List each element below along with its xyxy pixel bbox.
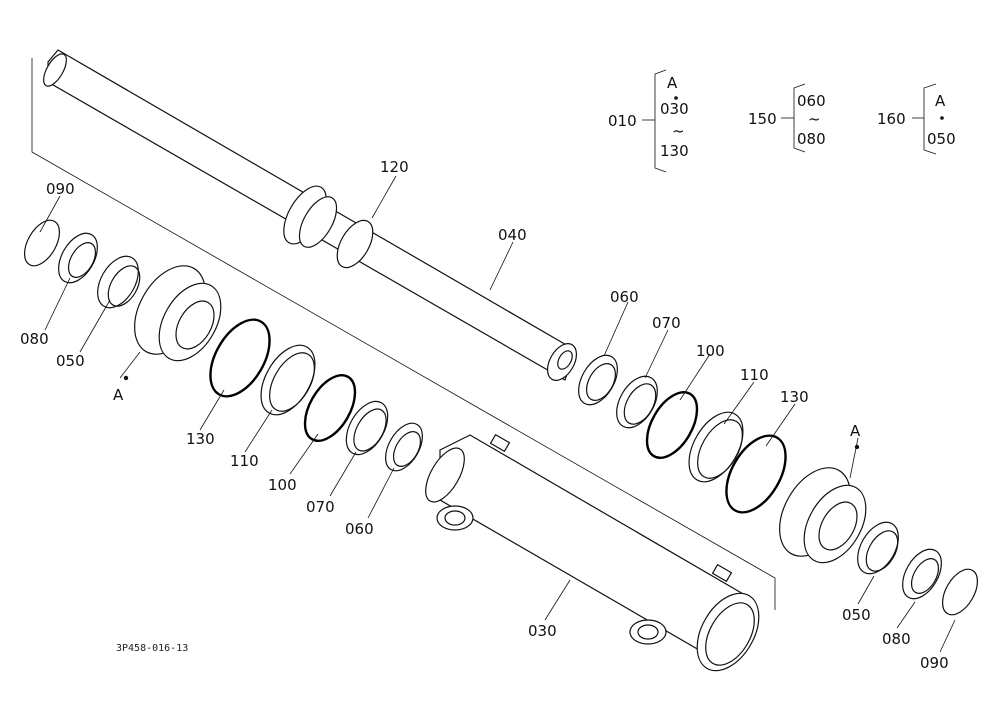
label-090-right: 090 <box>920 654 949 672</box>
label-a-left: A <box>113 386 124 404</box>
oring-100-left <box>303 374 357 442</box>
label-legend2-060: 060 <box>797 92 826 110</box>
label-070-right: 070 <box>652 314 681 332</box>
label-160: 160 <box>877 110 906 128</box>
bushing-050-left <box>97 255 139 309</box>
label-130-left: 130 <box>186 430 215 448</box>
label-legend1-tilde: ~ <box>672 122 685 140</box>
marker-dot-right <box>854 444 860 450</box>
leader-lines <box>39 175 956 653</box>
label-080-left: 080 <box>20 330 49 348</box>
ring-110-right <box>688 411 744 483</box>
label-130-right: 130 <box>780 388 809 406</box>
label-legend2-tilde: ~ <box>808 110 821 128</box>
oring-130-right <box>725 434 787 514</box>
label-legend3-a: A <box>935 92 946 110</box>
legend-dot-3 <box>940 116 944 120</box>
label-040: 040 <box>498 226 527 244</box>
label-060-left: 060 <box>345 520 374 538</box>
assembly-frame-line <box>31 58 776 610</box>
label-010: 010 <box>608 112 637 130</box>
cylinder-tube <box>425 433 760 672</box>
label-110-right: 110 <box>740 366 769 384</box>
label-030: 030 <box>528 622 557 640</box>
ring-080-right <box>902 548 942 600</box>
bushing-050-right <box>857 521 899 575</box>
ring-070-right <box>616 375 658 429</box>
label-050-right: 050 <box>842 606 871 624</box>
oring-130-left <box>209 318 271 398</box>
ring-090-right <box>941 568 979 616</box>
label-110-left: 110 <box>230 452 259 470</box>
piston-rod <box>43 49 578 381</box>
gland-left <box>134 265 222 362</box>
ring-070-left <box>345 400 389 456</box>
label-legend1-a: A <box>667 74 678 92</box>
left-parts <box>23 219 423 472</box>
label-150: 150 <box>748 110 777 128</box>
right-parts <box>578 354 979 616</box>
label-a-right: A <box>850 422 861 440</box>
label-legend1-030: 030 <box>660 100 689 118</box>
label-legend2-080: 080 <box>797 130 826 148</box>
label-090-left: 090 <box>46 180 75 198</box>
legend-brackets <box>642 69 937 173</box>
label-050-left: 050 <box>56 352 85 370</box>
drawing-code: 3P458-016-13 <box>116 643 188 654</box>
oring-100-right <box>645 391 699 459</box>
legend-dot-1 <box>674 96 678 100</box>
label-070-left: 070 <box>306 498 335 516</box>
ring-110-left <box>260 344 316 416</box>
label-060-right: 060 <box>610 288 639 306</box>
label-legend1-130: 130 <box>660 142 689 160</box>
gland-right <box>779 467 867 564</box>
ring-090-left <box>23 219 61 267</box>
ring-060-right <box>578 354 618 406</box>
label-120: 120 <box>380 158 409 176</box>
label-100-left: 100 <box>268 476 297 494</box>
label-100-right: 100 <box>696 342 725 360</box>
label-080-right: 080 <box>882 630 911 648</box>
label-legend3-050: 050 <box>927 130 956 148</box>
marker-dot-left <box>123 375 129 381</box>
